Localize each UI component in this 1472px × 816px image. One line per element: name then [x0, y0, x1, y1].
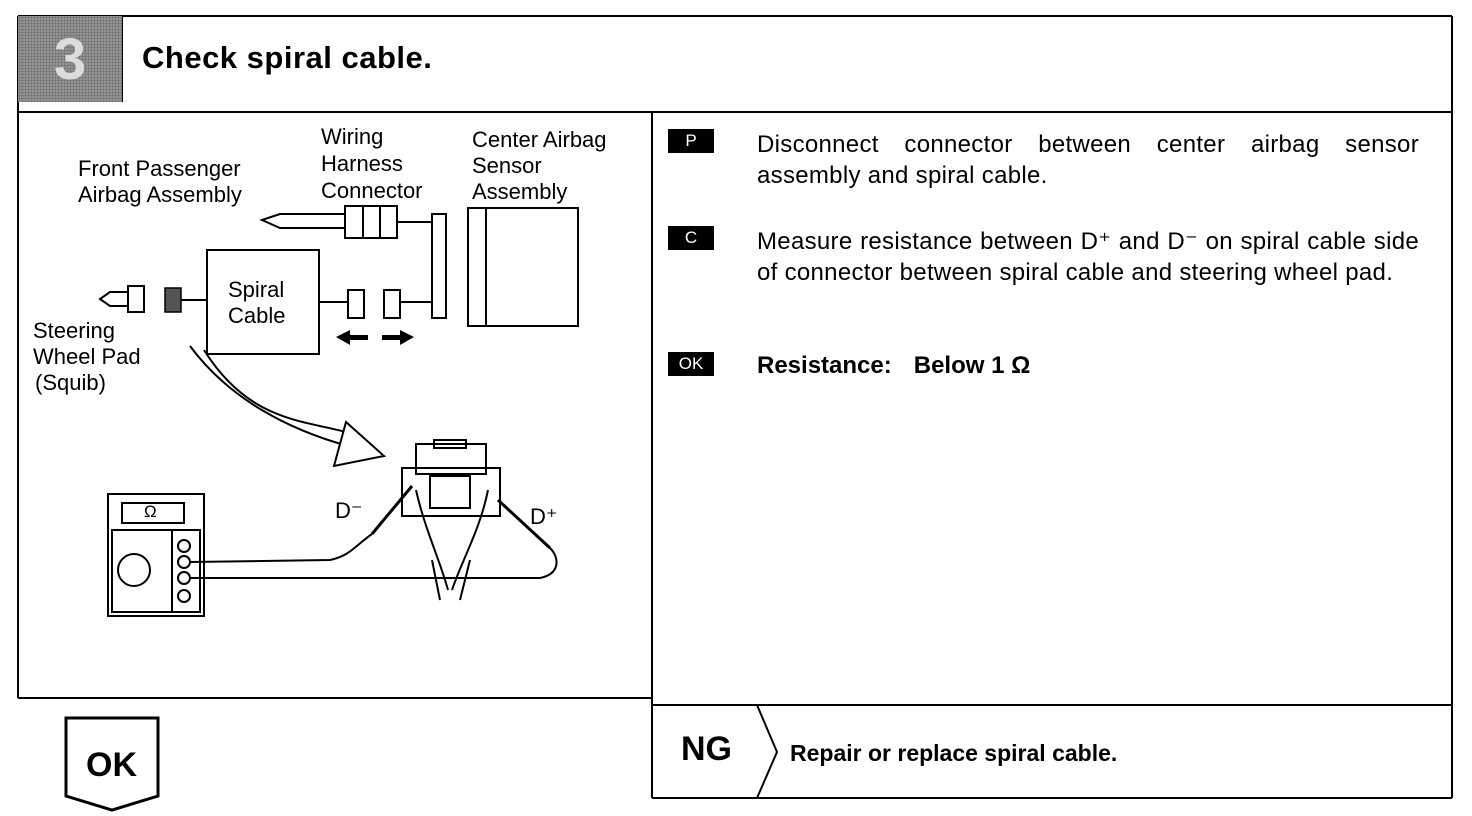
ng-action: Repair or replace spiral cable.: [790, 740, 1118, 766]
wiring-label-1: Wiring: [321, 124, 384, 149]
d-minus-label: D⁻: [335, 498, 363, 523]
spiral-cable-diagram: [98, 205, 579, 617]
step-number: 3: [18, 16, 122, 102]
wiring-label-3: Connector: [321, 178, 423, 203]
instruction-measure: Measure resistance between D⁺ and D⁻ on …: [757, 228, 1419, 286]
front-passenger-plug: [259, 213, 346, 229]
wiring-label-2: Harness: [321, 151, 403, 176]
resistance-spec: Resistance: Below 1 Ω: [757, 352, 1030, 380]
instruction-disconnect: Disconnect connector between center airb…: [757, 131, 1419, 189]
center-label-3: Assembly: [472, 179, 568, 204]
center-airbag-sensor-box: [467, 207, 579, 327]
tag-check: C: [668, 226, 714, 250]
center-label-1: Center Airbag: [472, 127, 607, 152]
tag-prep: P: [668, 129, 714, 153]
spiral-cable-connector: [347, 289, 365, 319]
ng-label: NG: [681, 730, 732, 768]
steering-label-3: (Squib): [35, 370, 106, 395]
resistance-label: Resistance:: [757, 352, 892, 379]
tag-ok: OK: [668, 352, 714, 376]
steering-label-2: Wheel Pad: [33, 344, 141, 369]
wiring-harness-connector: [344, 205, 398, 239]
sensor-side-connector: [383, 289, 401, 319]
ohmmeter: [107, 493, 205, 617]
spiral-label-1: Spiral: [228, 277, 285, 302]
resistance-value: Below 1 Ω: [913, 352, 1031, 379]
front-passenger-label-1: Front Passenger: [78, 156, 241, 181]
front-passenger-label-2: Airbag Assembly: [78, 182, 242, 207]
center-connector-bar: [431, 213, 447, 319]
step-title: Check spiral cable.: [142, 40, 433, 75]
center-label-2: Sensor: [472, 153, 542, 178]
steering-label-1: Steering: [33, 318, 115, 343]
ohm-symbol: Ω: [144, 502, 157, 521]
ok-outcome: OK: [86, 746, 137, 784]
spiral-label-2: Cable: [228, 303, 286, 328]
d-plus-label: D⁺: [530, 504, 558, 529]
